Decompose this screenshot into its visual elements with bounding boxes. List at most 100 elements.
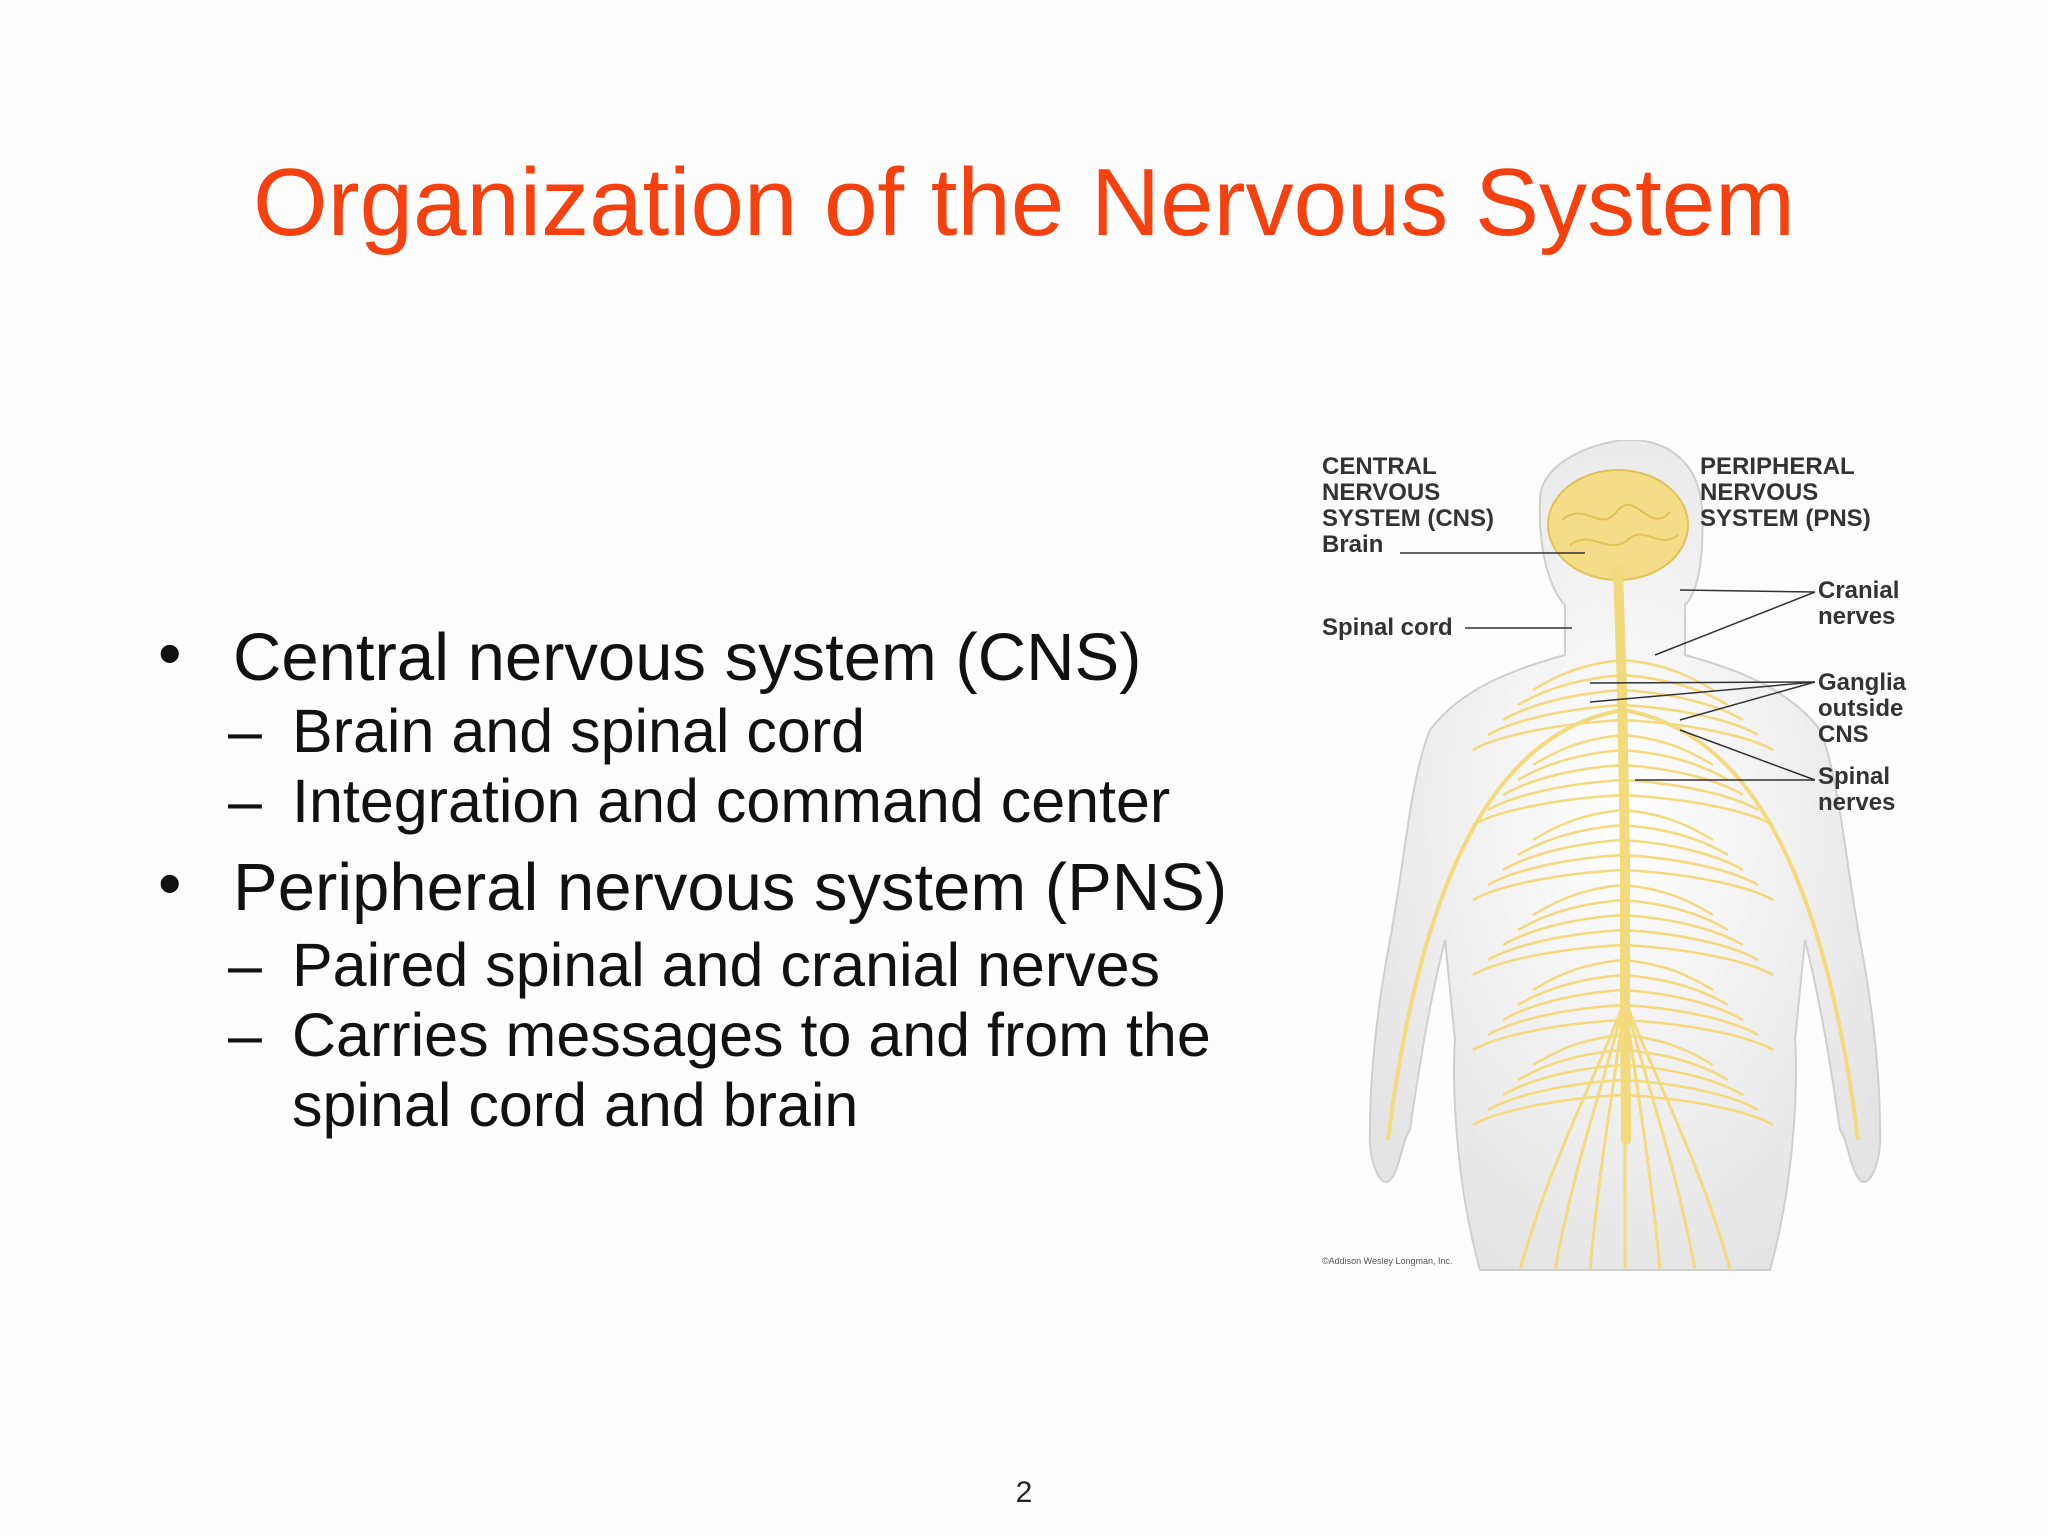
spinal-nerve-line xyxy=(1622,688,1744,722)
cranial-nerves-label: Cranial nerves xyxy=(1818,578,1899,630)
spinal-nerve-line xyxy=(1517,823,1624,857)
spinal-nerve-line xyxy=(1502,838,1624,872)
cns-heading-line: NERVOUS xyxy=(1322,479,1441,506)
nervous-system-figure: CENTRAL NERVOUS SYSTEM (CNS) Brain PERIP… xyxy=(1300,438,1940,1290)
bullet-cns: • Central nervous system (CNS) xyxy=(150,616,1300,696)
spinal-nerve-line xyxy=(1502,988,1624,1022)
spinal-nerve-line xyxy=(1622,733,1714,767)
spinal-nerve-line xyxy=(1622,793,1774,827)
spinal-nerve-line xyxy=(1622,1003,1759,1037)
spinal-nerve-line xyxy=(1487,703,1624,737)
label-line: outside xyxy=(1818,695,1904,722)
spinal-cord-label: Spinal cord xyxy=(1322,614,1453,641)
subbullet-text: Carries messages to and from the spinal … xyxy=(292,1001,1211,1139)
spinal-nerve-line xyxy=(1517,973,1624,1007)
ganglia-label: Ganglia outside CNS xyxy=(1818,670,1906,748)
cns-heading-line: SYSTEM (CNS) xyxy=(1322,505,1495,532)
spinal-nerve-line xyxy=(1622,778,1759,812)
pns-heading-line: SYSTEM (PNS) xyxy=(1700,505,1871,532)
spinal-nerve-line xyxy=(1472,718,1624,752)
spinal-nerve-line xyxy=(1622,883,1714,917)
spinal-nerve-line xyxy=(1622,1093,1774,1127)
bullet-text: Central nervous system (CNS) xyxy=(233,620,1142,695)
spinal-nerve-line xyxy=(1622,1078,1759,1112)
spinal-nerve-line xyxy=(1622,718,1774,752)
spinal-nerve-line xyxy=(1472,793,1624,827)
spinal-nerve-line xyxy=(1622,943,1774,977)
subbullet-text: Brain and spinal cord xyxy=(292,697,866,765)
spinal-nerve-line xyxy=(1622,673,1729,707)
subbullet: – Integration and command center xyxy=(150,766,1300,836)
dash-icon: – xyxy=(228,697,262,765)
spinal-nerve-line xyxy=(1487,778,1624,812)
bullet-text: Peripheral nervous system (PNS) xyxy=(233,850,1228,925)
subbullet: – Carries messages to and from the spina… xyxy=(150,1000,1300,1140)
pns-heading: PERIPHERAL NERVOUS SYSTEM (PNS) xyxy=(1700,454,1871,532)
spinal-nerve-line xyxy=(1622,703,1759,737)
spinal-nerve-line xyxy=(1502,688,1624,722)
spinal-nerve-line xyxy=(1472,1018,1624,1052)
lower-nerve-line xyxy=(1623,999,1662,1271)
spinal-nerve-line xyxy=(1622,808,1714,842)
spinal-nerve-line xyxy=(1472,943,1624,977)
lower-nerve-line xyxy=(1623,999,1697,1271)
spinal-nerve-line xyxy=(1502,763,1624,797)
lower-nerve-line xyxy=(1623,999,1732,1271)
spinal-nerve-line xyxy=(1622,973,1729,1007)
arm-nerve-line xyxy=(1386,708,1624,1141)
cns-heading-line: CENTRAL xyxy=(1322,453,1437,480)
spinal-nerve-line xyxy=(1502,1063,1624,1097)
copyright-credit: ©Addison Wesley Longman, Inc. xyxy=(1322,1256,1453,1266)
subbullet-text: Integration and command center xyxy=(292,767,1171,835)
spinal-nerves-group xyxy=(1386,658,1860,1271)
spinal-nerve-line xyxy=(1622,853,1759,887)
spinal-nerve-line xyxy=(1517,673,1624,707)
arm-nerve-line xyxy=(1622,708,1860,1141)
spinal-nerve-line xyxy=(1517,748,1624,782)
label-line: Ganglia xyxy=(1818,669,1907,696)
brain-label: Brain xyxy=(1322,531,1384,558)
spinal-nerve-line xyxy=(1502,913,1624,947)
spinal-nerve-line xyxy=(1622,823,1729,857)
label-line: nerves xyxy=(1818,603,1896,630)
lower-nerve-line xyxy=(1518,999,1627,1271)
dash-icon: – xyxy=(228,1001,262,1069)
spinal-nerve-line xyxy=(1622,1018,1774,1052)
label-line: CNS xyxy=(1818,721,1869,748)
spinal-nerve-line xyxy=(1622,658,1714,692)
lower-nerve-line xyxy=(1553,999,1627,1271)
subbullet: – Paired spinal and cranial nerves xyxy=(150,930,1300,1000)
spinal-nerve-line xyxy=(1622,988,1744,1022)
label-line: Cranial xyxy=(1818,577,1900,604)
spinal-nerve-line xyxy=(1532,883,1624,917)
bullet-dot-icon: • xyxy=(158,846,182,921)
bullet-list: • Central nervous system (CNS) – Brain a… xyxy=(150,600,1300,1140)
dash-icon: – xyxy=(228,767,262,835)
spinal-nerve-line xyxy=(1487,1003,1624,1037)
spinal-nerve-line xyxy=(1487,853,1624,887)
spinal-nerve-line xyxy=(1622,763,1744,797)
pns-heading-line: NERVOUS xyxy=(1700,479,1819,506)
spinal-nerve-line xyxy=(1622,928,1759,962)
spinal-nerve-line xyxy=(1622,898,1729,932)
spinal-nerve-line xyxy=(1532,808,1624,842)
slide-title: Organization of the Nervous System xyxy=(252,149,1796,256)
subbullet-text: Paired spinal and cranial nerves xyxy=(292,931,1161,999)
dash-icon: – xyxy=(228,931,262,999)
label-line: nerves xyxy=(1818,789,1896,816)
pns-heading-line: PERIPHERAL xyxy=(1700,453,1855,480)
cns-heading: CENTRAL NERVOUS SYSTEM (CNS) Brain xyxy=(1322,454,1494,558)
label-line: Spinal xyxy=(1818,763,1891,790)
spinal-nerve-line xyxy=(1532,733,1624,767)
spinal-nerve-line xyxy=(1517,898,1624,932)
spinal-nerve-line xyxy=(1622,913,1744,947)
spinal-nerve-line xyxy=(1532,658,1624,692)
spinal-nerves-label: Spinal nerves xyxy=(1818,764,1895,816)
page-number: 2 xyxy=(1015,1476,1033,1509)
spinal-nerve-line xyxy=(1487,928,1624,962)
body-illustration xyxy=(1368,438,1882,1271)
lower-nerve-line xyxy=(1588,999,1627,1271)
spinal-nerve-line xyxy=(1622,748,1729,782)
brain-folds xyxy=(1561,503,1679,547)
